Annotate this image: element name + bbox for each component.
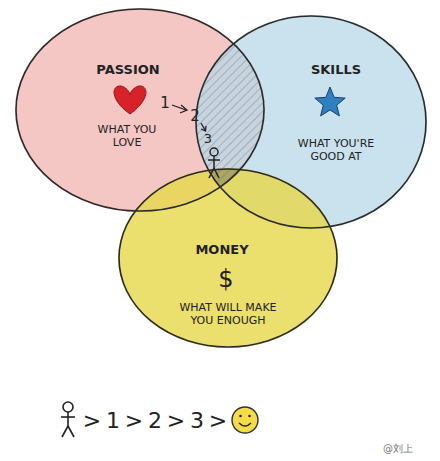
money-circle: MONEY $ WHAT WILL MAKE YOU ENOUGH <box>118 168 338 348</box>
callout-number: 3 <box>204 131 212 147</box>
formula-number: 1 <box>106 408 120 434</box>
formula-symbol: > <box>83 408 101 434</box>
formula-symbol: > <box>209 408 227 434</box>
circle-heading: MONEY <box>195 242 248 258</box>
formula-number: 2 <box>148 408 162 434</box>
callout-number: 1 <box>160 94 170 112</box>
circle-body: WHAT WILL MAKE YOU ENOUGH <box>168 301 288 327</box>
leader-arrows <box>172 105 206 131</box>
formula-symbol: > <box>167 408 185 434</box>
skills-circle: SKILLS WHAT YOU'RE GOOD AT <box>195 15 427 229</box>
stick-figure-formula <box>61 402 75 437</box>
formula-symbol: > <box>125 408 143 434</box>
callout-number: 2 <box>190 107 200 125</box>
smiley-symbol <box>232 407 258 433</box>
heart-symbol <box>114 86 146 114</box>
circle-heading: SKILLS <box>311 62 361 78</box>
circle-outline <box>195 15 427 229</box>
formula-number: 3 <box>190 408 204 434</box>
circle-body: WHAT YOU'RE GOOD AT <box>290 137 382 163</box>
watermark: @刘上 <box>383 443 413 455</box>
circle-body: WHAT YOU LOVE <box>87 123 167 149</box>
star-symbol <box>315 87 345 116</box>
passion-circle: PASSION WHAT YOU LOVE <box>15 8 265 212</box>
circle-outline <box>15 8 265 212</box>
dollar-sign: $ <box>218 265 233 294</box>
circle-heading: PASSION <box>96 62 159 78</box>
